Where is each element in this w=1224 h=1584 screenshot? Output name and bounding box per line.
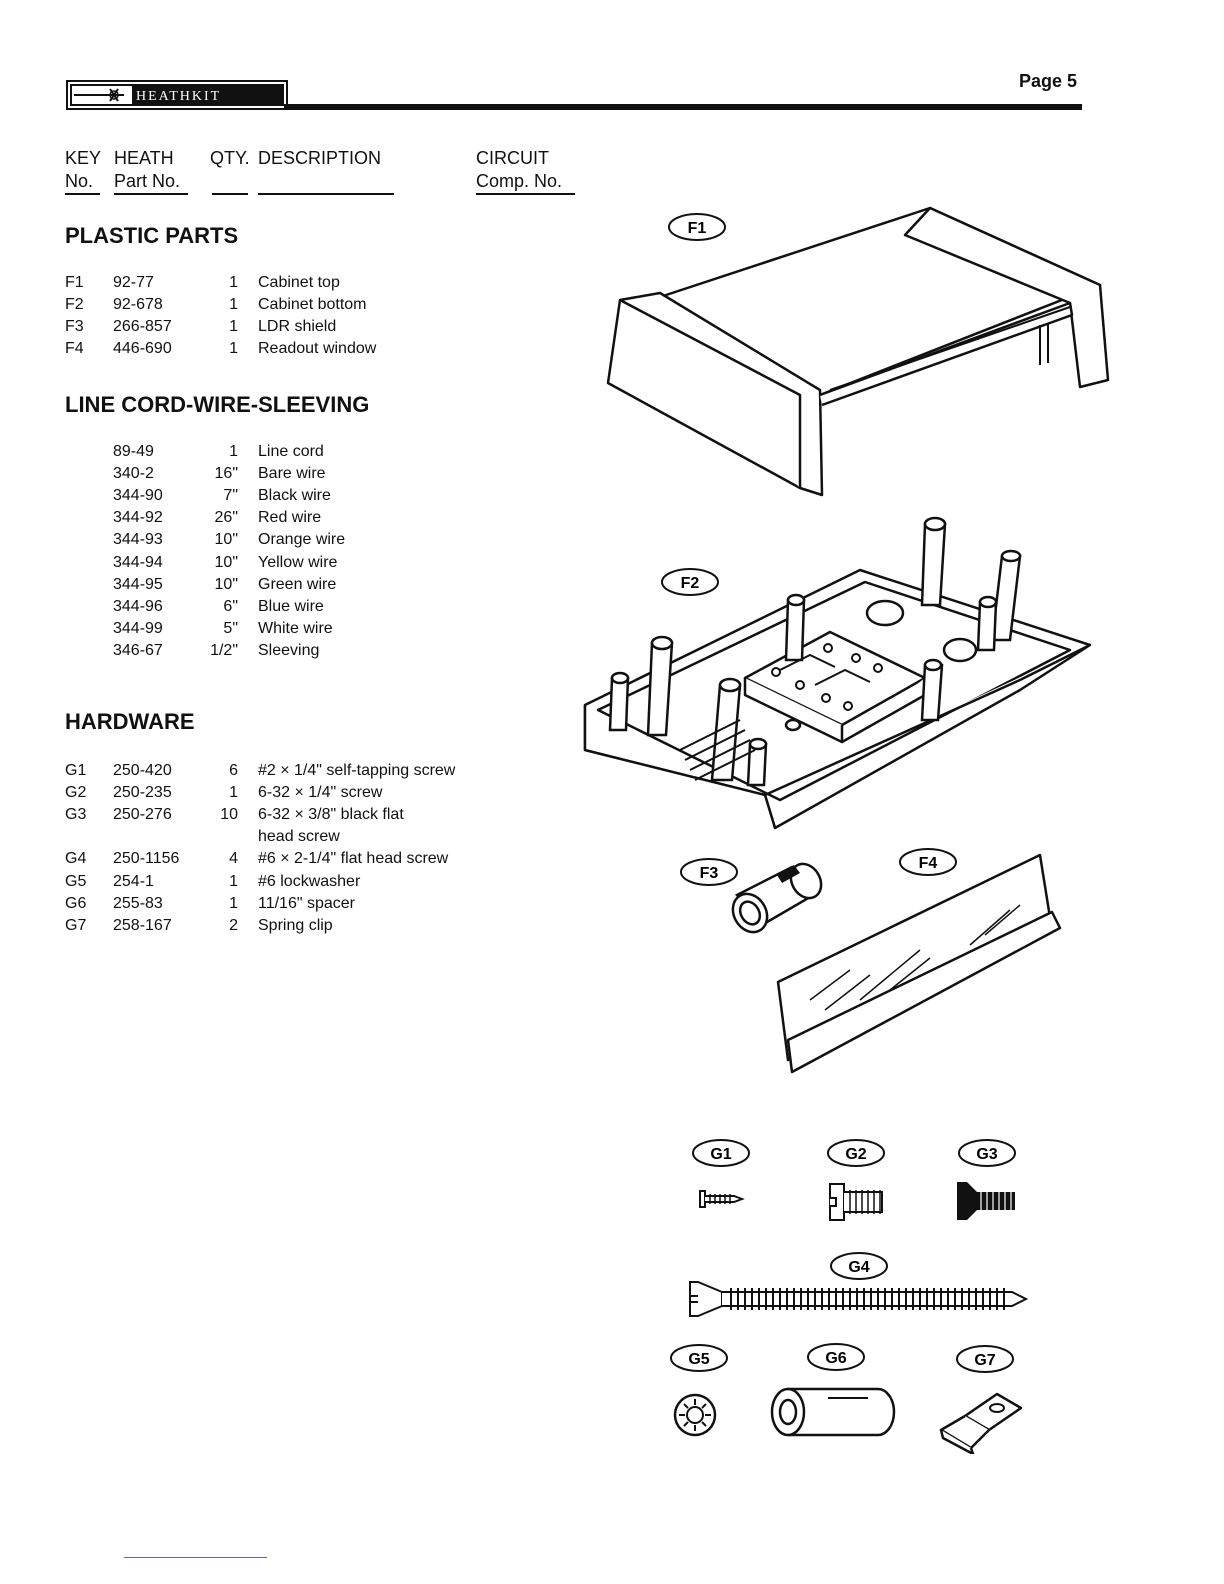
readout-window-illustration	[776, 853, 1062, 1074]
col-description: DESCRIPTION	[258, 148, 382, 168]
svg-text:F2: F2	[681, 575, 700, 592]
callout-g3: G3	[958, 1139, 1016, 1167]
black-flat-head-screw-illustration	[957, 1182, 1015, 1220]
callout-g4: G4	[830, 1252, 888, 1280]
svg-text:F1: F1	[688, 220, 707, 237]
heathkit-logo: HEATHKIT	[66, 80, 288, 110]
svg-text:G5: G5	[688, 1351, 709, 1368]
page-number: Page 5	[1019, 71, 1078, 91]
logo-brand-text: HEATHKIT	[136, 89, 221, 104]
callout-f2: F2	[661, 568, 719, 596]
lockwasher-illustration	[673, 1393, 717, 1437]
svg-text:F3: F3	[700, 865, 719, 882]
col-key-underline	[65, 193, 100, 195]
spacer-illustration	[770, 1387, 896, 1437]
col-key-line2: No.	[65, 171, 94, 191]
callout-g1: G1	[692, 1139, 750, 1167]
svg-text:G3: G3	[976, 1146, 997, 1163]
col-qty-underline	[212, 193, 248, 195]
svg-text:G1: G1	[710, 1146, 731, 1163]
col-description-underline	[258, 193, 394, 195]
ldr-shield-illustration	[731, 862, 823, 934]
col-heath-underline	[114, 193, 188, 195]
svg-text:G4: G4	[848, 1259, 869, 1276]
footer-link-line	[124, 1557, 267, 1558]
section-title-plastic-parts: PLASTIC PARTS	[65, 223, 239, 248]
col-heath-line1: HEATH	[114, 148, 174, 168]
col-key-line1: KEY	[65, 148, 102, 168]
col-qty: QTY.	[210, 148, 250, 168]
long-flat-head-screw-illustration	[689, 1281, 1029, 1317]
svg-text:F4: F4	[919, 855, 938, 872]
callout-g6: G6	[807, 1343, 865, 1371]
svg-text:G6: G6	[825, 1350, 846, 1367]
callout-g5: G5	[670, 1344, 728, 1372]
svg-text:G2: G2	[845, 1146, 866, 1163]
header-rule	[284, 104, 1082, 110]
cabinet-top-illustration	[606, 206, 1110, 497]
machine-screw-illustration	[829, 1183, 883, 1221]
col-heath-line2: Part No.	[114, 171, 181, 191]
callout-f1: F1	[668, 213, 726, 241]
spring-clip-illustration	[939, 1392, 1023, 1454]
self-tapping-screw-illustration	[699, 1190, 745, 1208]
col-circuit-underline	[476, 193, 575, 195]
callout-f4: F4	[899, 848, 957, 876]
cabinet-bottom-illustration	[583, 516, 1092, 830]
section-title-line-cord: LINE CORD-WIRE-SLEEVING	[65, 392, 370, 417]
callout-g7: G7	[956, 1345, 1014, 1373]
section-title-hardware: HARDWARE	[65, 709, 195, 734]
callout-f3: F3	[680, 858, 738, 886]
col-circuit-line1: CIRCUIT	[476, 148, 549, 168]
callout-g2: G2	[827, 1139, 885, 1167]
col-circuit-line2: Comp. No.	[476, 171, 563, 191]
svg-text:G7: G7	[974, 1352, 995, 1369]
